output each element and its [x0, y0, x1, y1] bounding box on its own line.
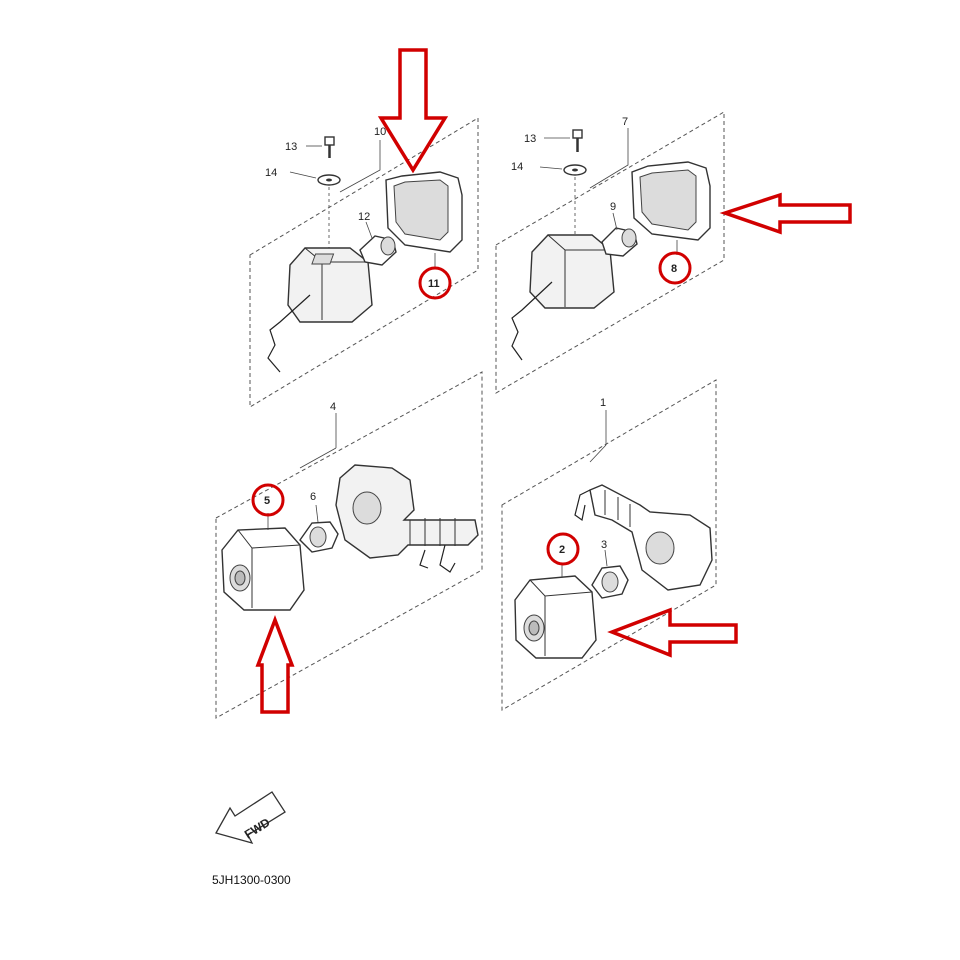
assembly-1: 1 2 3 — [501, 379, 738, 711]
red-arrow-left-upper-right — [719, 192, 852, 235]
highlight-circle-5 — [251, 483, 285, 517]
screw-13-upper-left — [306, 136, 335, 158]
lens-5 — [221, 513, 305, 611]
callout-4: 4 — [330, 401, 336, 413]
turn-signal-housing-lower-right — [574, 484, 713, 591]
callout-1: 1 — [600, 397, 606, 409]
callout-10: 10 — [374, 126, 386, 138]
callout-2: 2 — [559, 544, 565, 556]
bulb-6 — [299, 504, 339, 553]
washer-14-upper-left — [289, 171, 341, 255]
bulb-12 — [359, 221, 397, 266]
washer-14-upper-right — [539, 164, 587, 242]
lens-8 — [631, 161, 711, 255]
callout-11: 11 — [428, 278, 440, 290]
red-arrow-down-upper-left — [377, 48, 449, 174]
callout-6: 6 — [310, 491, 316, 503]
callout-13-upper-left: 13 — [285, 141, 297, 153]
callout-14-upper-left: 14 — [265, 167, 277, 179]
assembly-7: 13 14 7 9 8 — [495, 111, 852, 394]
turn-signal-housing-upper-left — [267, 247, 373, 373]
callout-9: 9 — [610, 201, 616, 213]
screw-13-upper-right — [544, 129, 583, 152]
lens-11 — [385, 171, 463, 268]
callout-14-upper-right: 14 — [511, 161, 523, 173]
bulb-9 — [601, 212, 638, 257]
fwd-arrow-icon: FWD — [215, 791, 286, 845]
callout-8: 8 — [671, 263, 677, 275]
callout-13-upper-right: 13 — [524, 133, 536, 145]
callout-12: 12 — [358, 211, 370, 223]
assembly-10: 13 14 10 12 11 — [249, 48, 479, 408]
highlight-circle-8 — [658, 251, 692, 285]
assembly-7-boundary — [495, 111, 725, 394]
highlight-circle-2 — [546, 532, 580, 566]
red-arrow-left-lower-right — [607, 607, 738, 658]
bulb-3 — [591, 549, 629, 599]
assembly-4: 4 5 6 — [215, 371, 483, 719]
assembly-10-boundary — [249, 117, 479, 408]
callout-7: 7 — [622, 116, 628, 128]
diagram-code: 5JH1300-0300 — [212, 873, 291, 887]
callout-3: 3 — [601, 539, 607, 551]
red-arrow-up-lower-left — [255, 615, 295, 714]
callout-5: 5 — [264, 495, 270, 507]
turn-signal-housing-upper-right — [511, 234, 615, 361]
highlight-circle-11 — [418, 266, 452, 300]
lens-2 — [514, 563, 597, 659]
turn-signal-housing-lower-left — [335, 464, 479, 573]
